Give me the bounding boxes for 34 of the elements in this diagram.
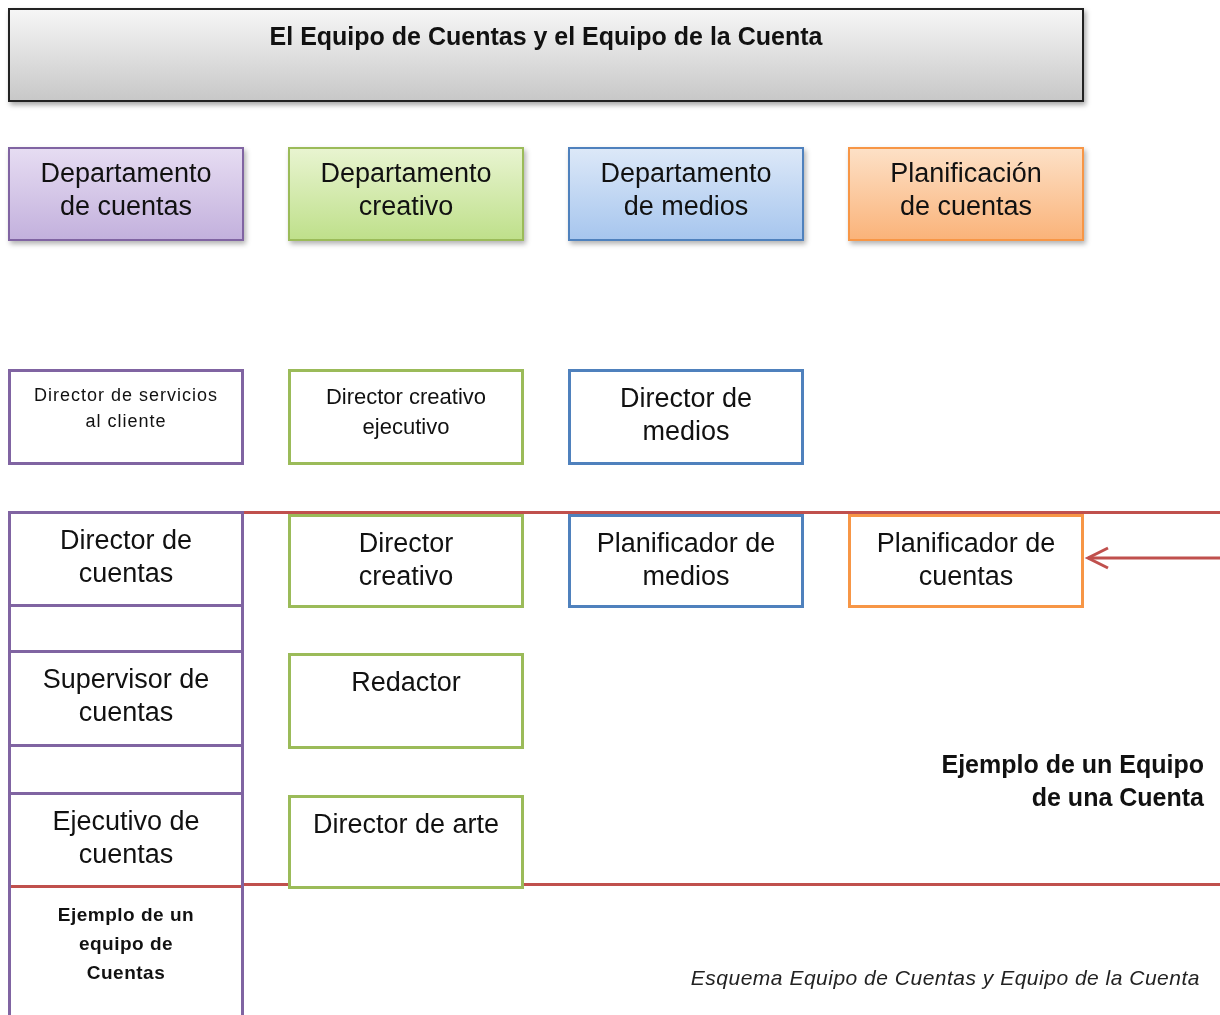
role-box: [288, 369, 524, 465]
column-heading: Ejemplo de un equipo de Cuentas: [11, 885, 241, 987]
department-box: [568, 147, 804, 241]
node-label: Redactor: [351, 666, 461, 699]
node-label: Planificador de medios: [595, 527, 777, 593]
role-box: [288, 795, 524, 889]
node-label: Supervisor de cuentas: [41, 663, 211, 729]
role-box: [288, 514, 524, 608]
department-box: [8, 147, 244, 241]
team-column: [8, 511, 244, 1015]
node-label: Planificador de cuentas: [875, 527, 1057, 593]
node-label: Director de cuentas: [58, 524, 193, 590]
node-label: Director de medios: [618, 382, 753, 448]
title: El Equipo de Cuentas y el Equipo de la Cuenta: [269, 22, 823, 51]
role-box: [288, 653, 524, 749]
node-label: Director de arte: [312, 808, 500, 841]
arrow: [1086, 546, 1220, 570]
role-box: [568, 369, 804, 465]
band-heading: Ejemplo de un Equipo de una Cuenta: [940, 749, 1204, 813]
node-label: Departamento creativo: [319, 157, 493, 223]
node-label: Ejecutivo de cuentas: [51, 805, 201, 871]
node-label: Departamento de medios: [599, 157, 773, 223]
department-box: [288, 147, 524, 241]
node-label: Planificación de cuentas: [889, 157, 1043, 223]
department-box: [848, 147, 1084, 241]
node-label: Director de servicios al cliente: [33, 384, 219, 433]
role-box: [8, 369, 244, 465]
node-label: Departamento de cuentas: [39, 157, 213, 223]
role-box: [568, 514, 804, 608]
role-box: [848, 514, 1084, 608]
team-band: [244, 511, 1220, 886]
node-label: Director creativo: [357, 527, 455, 593]
node-label: Director creativo ejecutivo: [324, 383, 488, 441]
caption: Esquema Equipo de Cuentas y Equipo de la Cuenta: [690, 966, 1200, 990]
